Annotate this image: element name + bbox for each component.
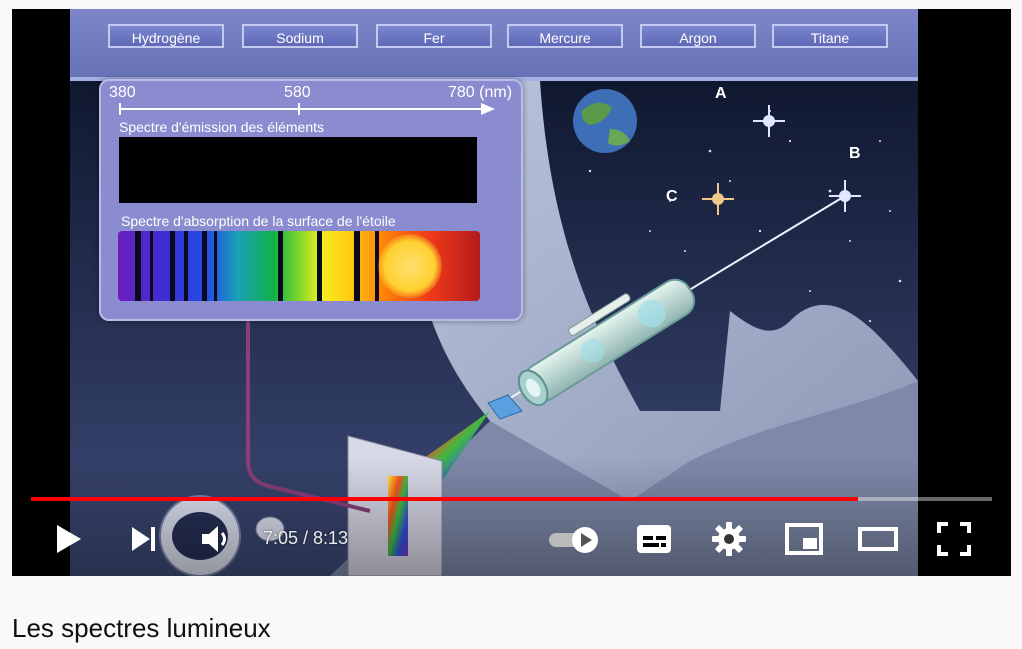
video-title: Les spectres lumineux bbox=[12, 613, 271, 643]
fullscreen-icon bbox=[937, 522, 971, 556]
progress-bar[interactable] bbox=[31, 497, 992, 501]
controls-backdrop bbox=[12, 456, 1011, 576]
spectrum-panel: 380 580 780 (nm) Spectre d'émission des … bbox=[99, 79, 523, 321]
time-display: 7:05 / 8:13 bbox=[263, 528, 349, 548]
video-frame: Hydrogène Sodium Fer Mercure Argon Titan… bbox=[70, 9, 918, 576]
miniplayer-icon bbox=[785, 523, 823, 555]
subtitles-icon bbox=[637, 525, 671, 553]
element-button-argon[interactable]: Argon bbox=[640, 24, 756, 48]
autoplay-toggle[interactable] bbox=[547, 519, 603, 559]
scale-middle-label: 580 bbox=[284, 84, 311, 101]
star-label-b: B bbox=[849, 145, 861, 162]
star-label-c: C bbox=[666, 188, 678, 205]
mute-button[interactable] bbox=[194, 519, 234, 559]
absorption-spectrum[interactable] bbox=[118, 231, 480, 301]
play-button[interactable] bbox=[48, 519, 88, 559]
element-toolbar: Hydrogène Sodium Fer Mercure Argon Titan… bbox=[70, 9, 918, 81]
autoplay-toggle-icon bbox=[549, 527, 598, 553]
wavelength-scale bbox=[119, 103, 495, 115]
emission-spectrum bbox=[119, 137, 477, 203]
progress-played bbox=[31, 497, 859, 501]
subtitles-button[interactable] bbox=[634, 519, 674, 559]
cursor-highlight bbox=[378, 234, 442, 298]
element-button-sodium[interactable]: Sodium bbox=[242, 24, 358, 48]
element-button-hydrogene[interactable]: Hydrogène bbox=[108, 24, 224, 48]
element-button-titane[interactable]: Titane bbox=[772, 24, 888, 48]
video-player[interactable]: Hydrogène Sodium Fer Mercure Argon Titan… bbox=[12, 9, 1011, 576]
next-button[interactable] bbox=[124, 519, 164, 559]
play-icon bbox=[57, 525, 81, 553]
fullscreen-button[interactable] bbox=[934, 519, 974, 559]
scale-end-label: 780 (nm) bbox=[448, 84, 513, 101]
element-button-fer[interactable]: Fer bbox=[376, 24, 492, 48]
scale-start-label: 380 bbox=[109, 84, 136, 101]
next-icon bbox=[132, 527, 155, 551]
settings-icon bbox=[712, 522, 746, 556]
absorption-label: Spectre d'absorption de la surface de l'… bbox=[121, 213, 396, 229]
volume-icon bbox=[202, 526, 226, 552]
theater-mode-icon bbox=[858, 527, 898, 551]
star-label-a: A bbox=[715, 85, 727, 102]
theater-mode-button[interactable] bbox=[858, 519, 898, 559]
miniplayer-button[interactable] bbox=[784, 519, 824, 559]
element-button-mercure[interactable]: Mercure bbox=[507, 24, 623, 48]
emission-label: Spectre d'émission des éléments bbox=[119, 119, 324, 135]
settings-button[interactable] bbox=[709, 519, 749, 559]
